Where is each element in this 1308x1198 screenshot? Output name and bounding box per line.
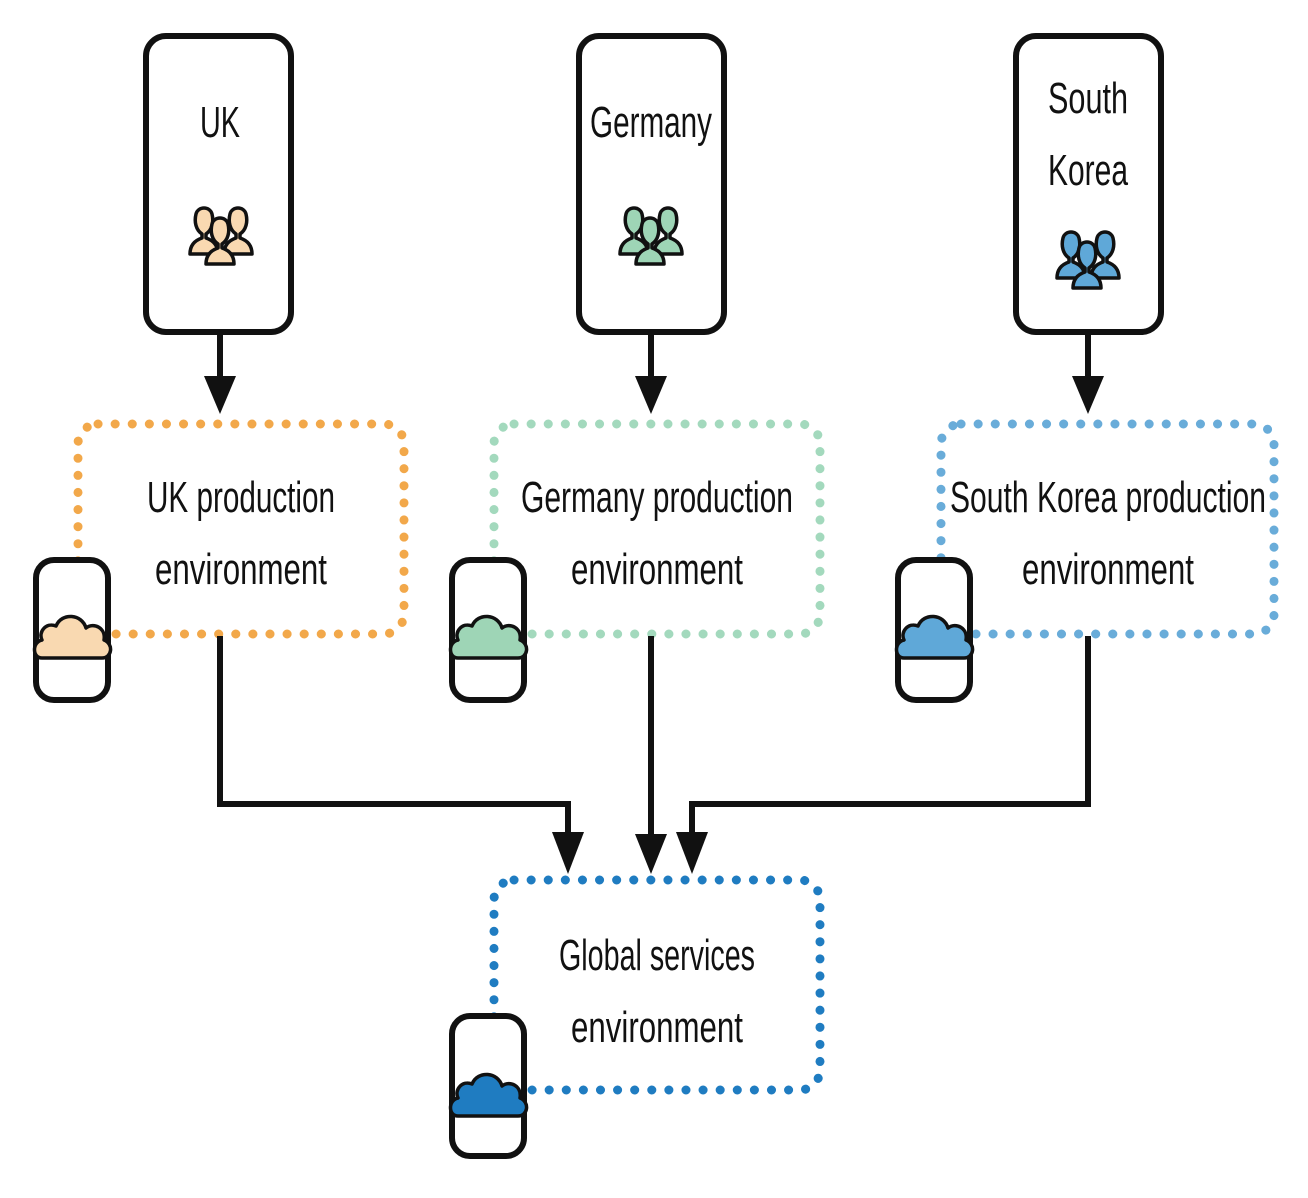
arrow-uk-to-env xyxy=(204,332,236,414)
arrow-korea-to-env xyxy=(1072,332,1104,414)
region-name-korea-line2: Korea xyxy=(1048,146,1128,195)
env-label-korea-line1: South Korea production xyxy=(950,473,1266,522)
region-name-korea-line1: South xyxy=(1048,74,1128,123)
env-label-uk-line2: environment xyxy=(155,545,327,594)
env-label-global-line2: environment xyxy=(571,1003,743,1052)
cloud-badge-germany xyxy=(448,557,529,703)
arrow-germany-to-global xyxy=(635,636,667,874)
region-name-germany: Germany xyxy=(590,98,712,147)
cloud-badge-global xyxy=(448,1013,529,1159)
env-box-uk: UK production environment xyxy=(73,419,409,639)
env-box-korea: South Korea production environment xyxy=(936,419,1279,639)
cloud-badge-korea xyxy=(894,557,975,703)
cloud-badge-uk xyxy=(32,557,113,703)
region-name-uk: UK xyxy=(200,98,240,147)
env-label-germany-line2: environment xyxy=(571,545,743,594)
env-box-germany: Germany production environment xyxy=(489,419,825,639)
region-box-germany: Germany xyxy=(576,33,727,335)
region-box-uk: UK xyxy=(143,33,294,335)
env-label-germany-line1: Germany production xyxy=(521,473,793,522)
env-box-global: Global services environment xyxy=(489,875,825,1095)
env-label-global-line1: Global services xyxy=(559,931,755,980)
env-label-korea-line2: environment xyxy=(1022,545,1194,594)
env-label-uk-line1: UK production xyxy=(147,473,335,522)
region-box-korea: South Korea xyxy=(1013,33,1164,335)
arrow-germany-to-env xyxy=(635,332,667,414)
arrow-korea-to-global xyxy=(676,636,1091,874)
arrow-uk-to-global xyxy=(217,636,584,874)
